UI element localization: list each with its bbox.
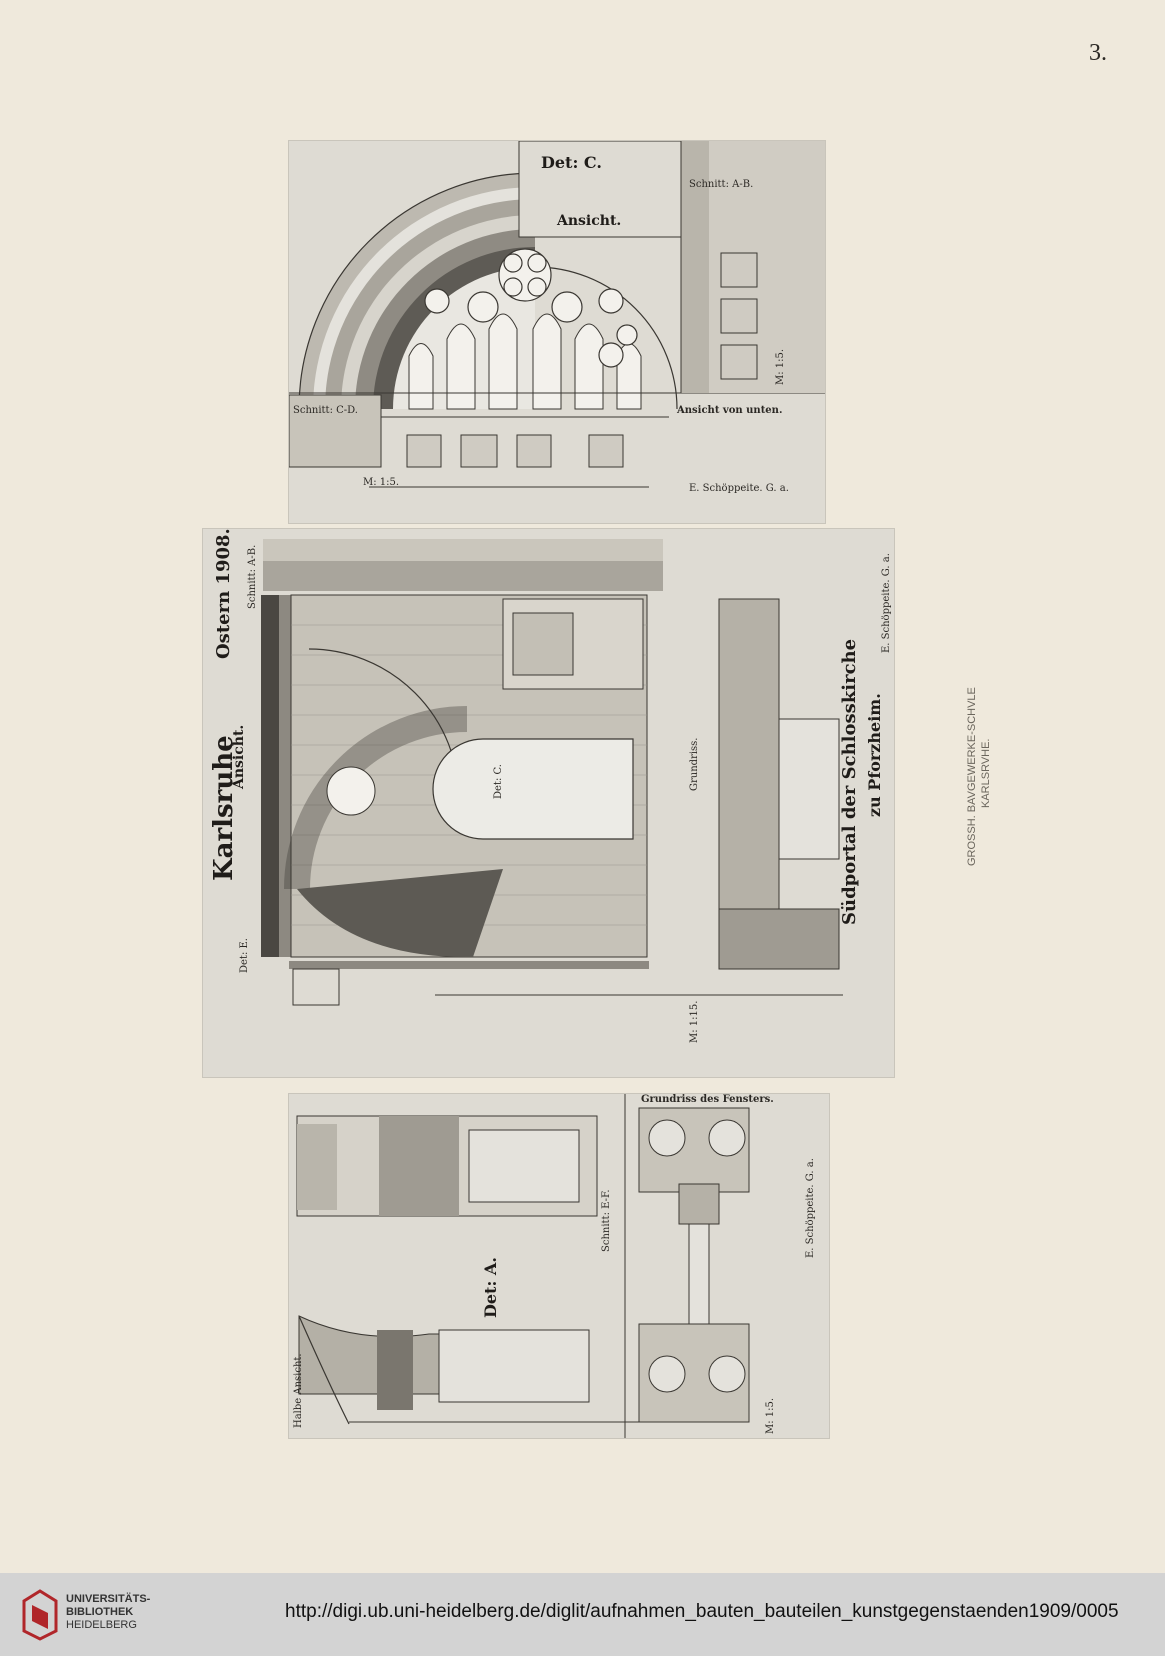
det-c-label: Det: C.: [493, 764, 504, 799]
school-stamp-line1: GROSSH. BAVGEWERKE-SCHVLE: [966, 687, 978, 866]
view-label: Ansicht.: [557, 213, 622, 229]
title-sub: zu Pforzheim.: [865, 693, 884, 817]
library-name-line3: HEIDELBERG: [66, 1619, 137, 1631]
section-ab-label: Schnitt: A-B.: [247, 544, 258, 609]
page-number: 3.: [1089, 40, 1107, 66]
library-name: UNIVERSITÄTS- BIBLIOTHEK HEIDELBERG: [66, 1593, 150, 1632]
document-page: 3.: [202, 40, 1107, 1439]
section-ef-label: Schnitt: E-F.: [601, 1189, 612, 1252]
plate-detail-c: Det: C. Ansicht. Schnitt: A-B. Schnitt: …: [288, 140, 826, 524]
school-stamp-line2: KARLSRVHE.: [980, 738, 992, 809]
signature: E. Schöppeite. G. a.: [689, 483, 789, 494]
university-logo-icon: [22, 1589, 58, 1641]
footer-bar: UNIVERSITÄTS- BIBLIOTHEK HEIDELBERG http…: [0, 1573, 1165, 1656]
signature: E. Schöppeite. G. a.: [881, 553, 892, 653]
window-detail-drawing: [296, 1094, 750, 1438]
portal-elevation-drawing: [261, 539, 843, 1006]
library-name-line2: BIBLIOTHEK: [66, 1606, 134, 1618]
section-ab-label: Schnitt: A-B.: [689, 179, 754, 190]
scale-label: M: 1:5.: [363, 477, 400, 488]
plate-detail-a: Det: A. Halbe Ansicht. Schnitt: E-F. Gru…: [288, 1093, 830, 1439]
view-below-label: Ansicht von unten.: [677, 405, 783, 416]
library-name-line1: UNIVERSITÄTS-: [66, 1593, 151, 1605]
arch-tracery-drawing: [289, 141, 825, 488]
view-label: Ansicht.: [231, 724, 247, 789]
side-scale-label: M: 1:5.: [775, 348, 786, 385]
header-season: Ostern 1908.: [213, 528, 234, 659]
det-a-label: Det: A.: [481, 1257, 500, 1318]
scale-label: M: 1:5.: [765, 1397, 776, 1434]
window-plan-label: Grundriss des Fensters.: [641, 1094, 774, 1105]
plate-south-portal: Karlsruhe Ostern 1908. Ansicht. Det: E. …: [202, 528, 895, 1078]
scale-label: M: 1:15.: [689, 1000, 700, 1043]
section-cd-label: Schnitt: C-D.: [293, 405, 358, 416]
title-main: Südportal der Schlosskirche: [839, 638, 860, 925]
det-e-label: Det: E.: [239, 938, 250, 973]
source-url-link[interactable]: http://digi.ub.uni-heidelberg.de/diglit/…: [285, 1601, 1119, 1622]
det-c-label: Det: C.: [541, 153, 602, 172]
plan-label: Grundriss.: [689, 737, 700, 791]
half-view-label: Halbe Ansicht.: [293, 1353, 304, 1428]
signature: E. Schöppeite. G. a.: [805, 1158, 816, 1258]
